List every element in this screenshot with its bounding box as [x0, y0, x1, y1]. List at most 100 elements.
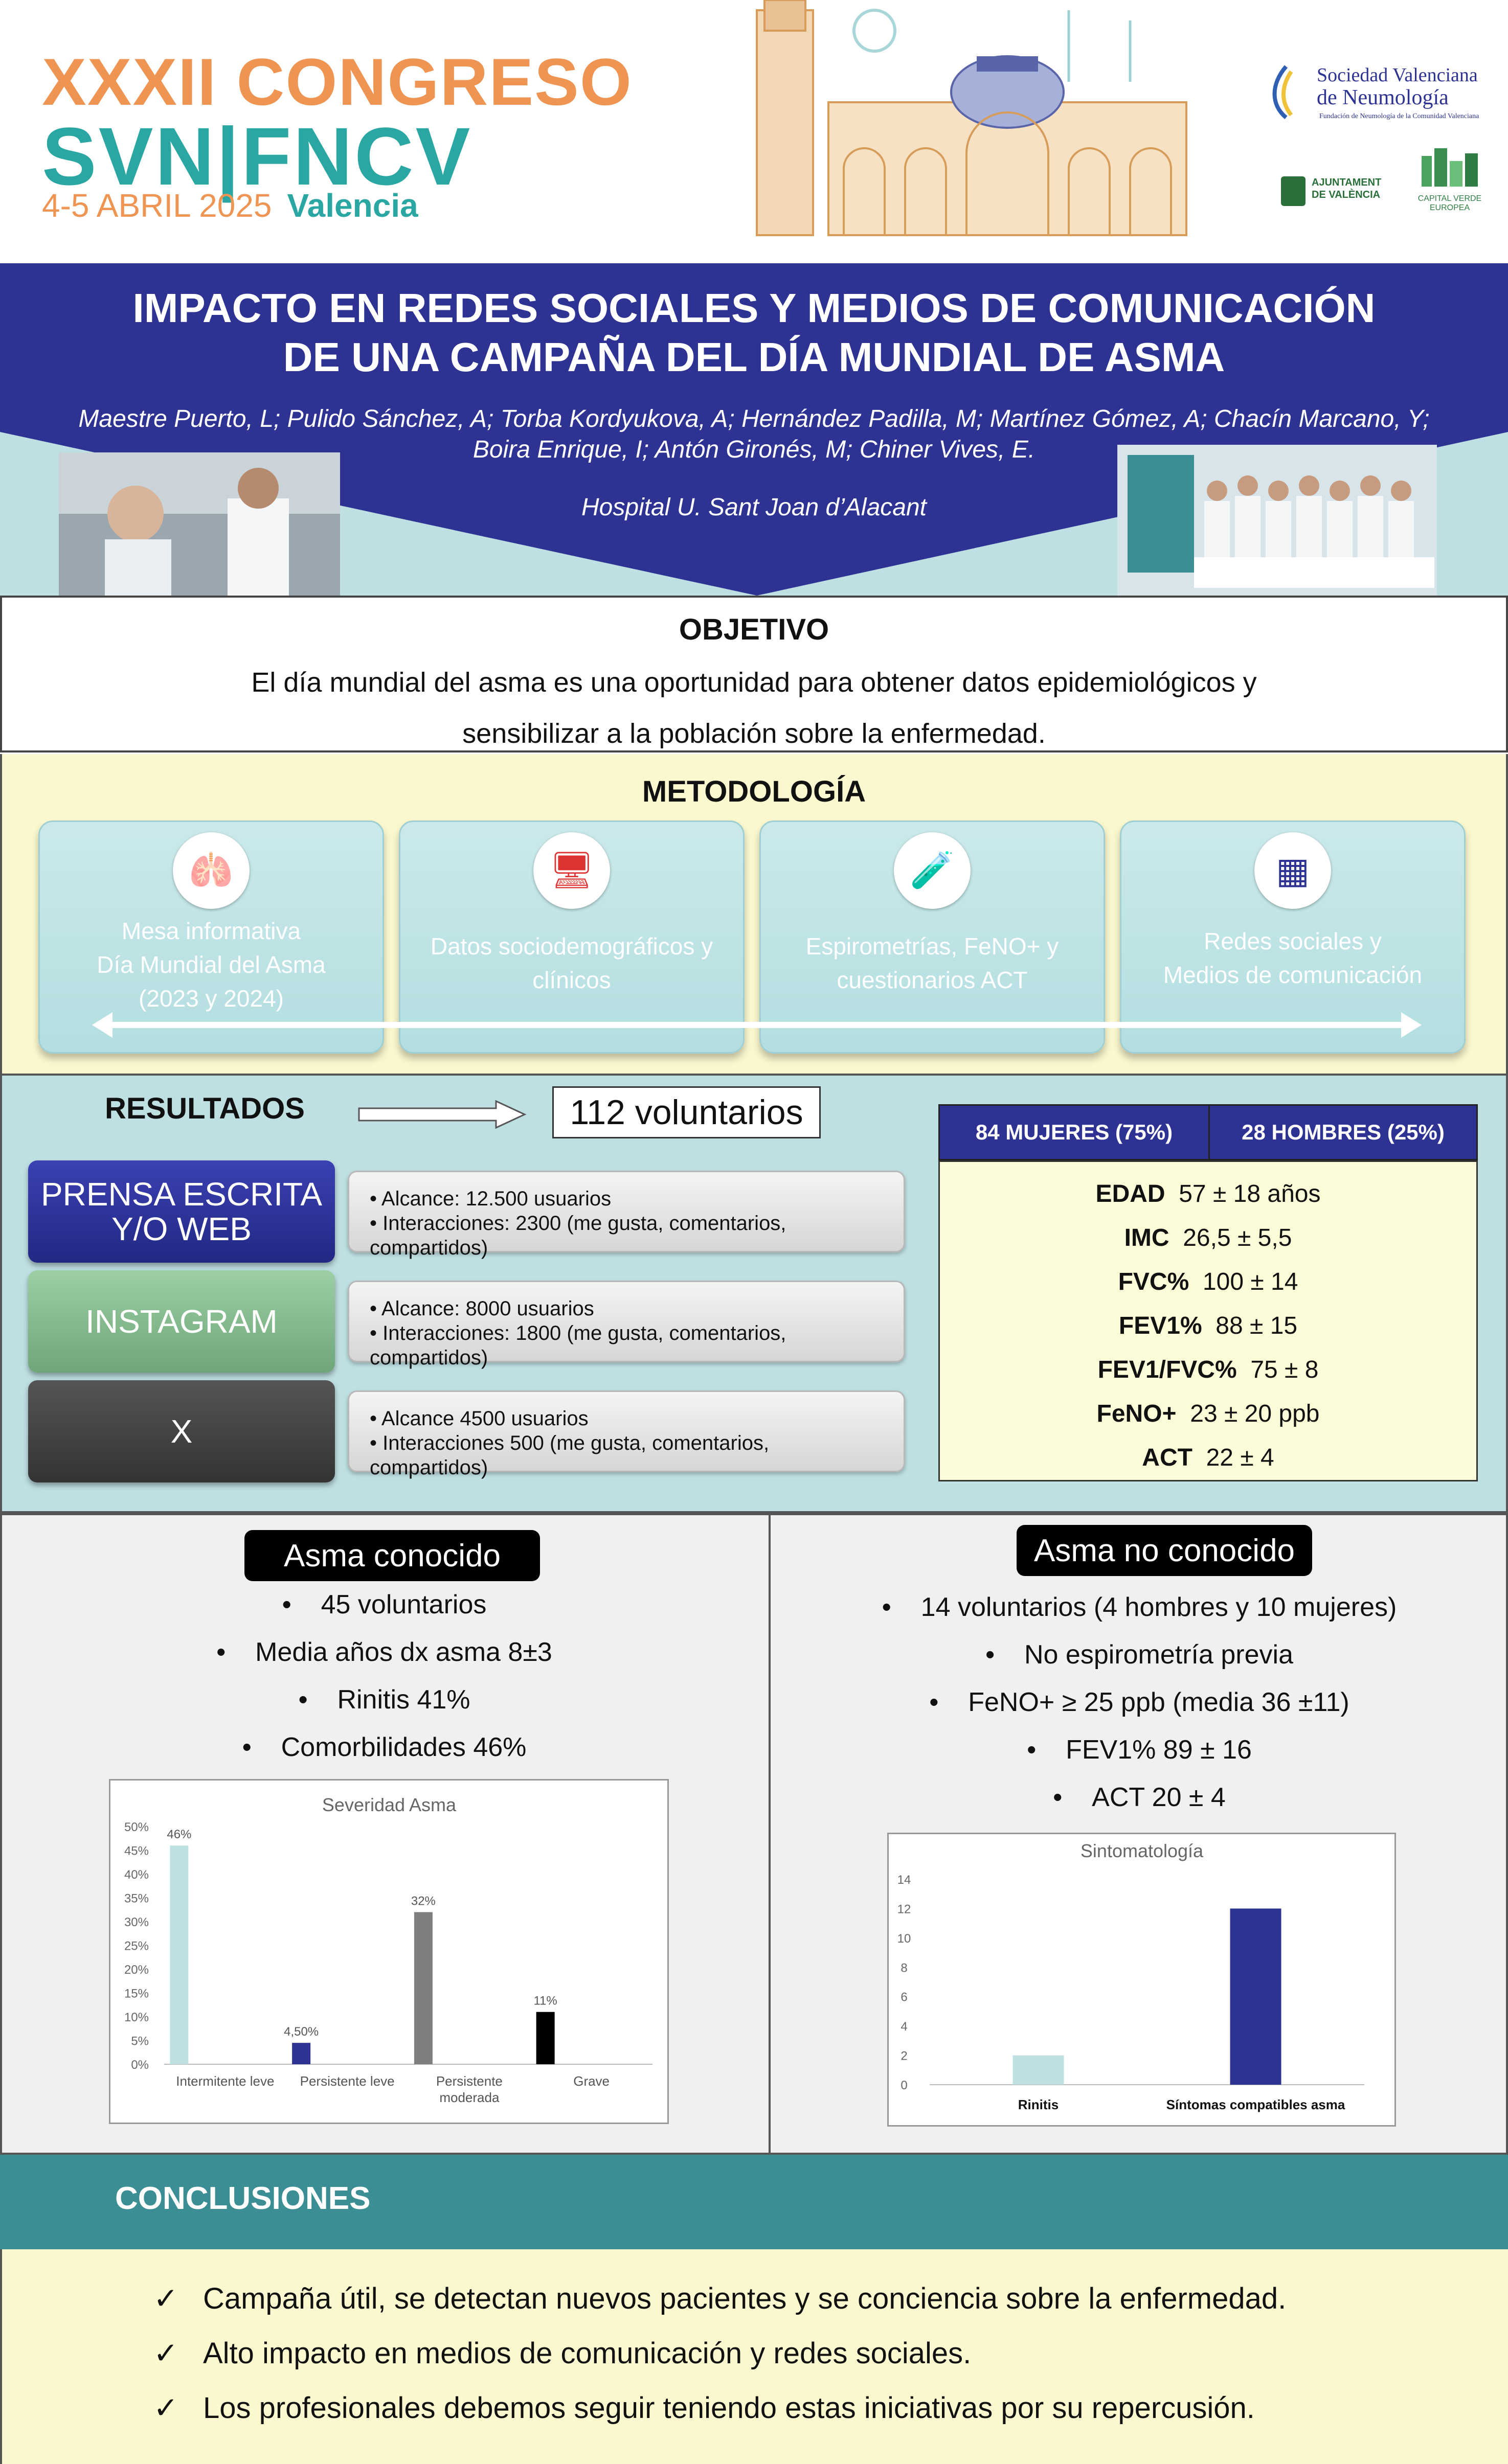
unknown-bullet: • 14 voluntarios (4 hombres y 10 mujeres…: [882, 1592, 1397, 1622]
known-bullet: • Rinitis 41%: [298, 1685, 470, 1715]
title-line-1: IMPACTO EN REDES SOCIALES Y MEDIOS DE CO…: [132, 285, 1376, 331]
svn-logo-line2: de Neumología: [1317, 86, 1449, 109]
check-icon: ✓: [153, 2391, 178, 2425]
y-tick-label: 10: [897, 1932, 911, 1946]
media-x-label: X: [28, 1380, 335, 1482]
media-press-info: • Alcance: 12.500 usuarios • Interaccion…: [348, 1171, 905, 1259]
city-text: Valencia: [287, 187, 418, 224]
instagram-reach: • Alcance: 8000 usuarios: [370, 1297, 594, 1320]
conclusions-section: [0, 2249, 1508, 2464]
known-asthma-title: Asma conocido: [244, 1530, 540, 1581]
photo-spirometry-test: [59, 452, 340, 596]
stat-fvc: FVC% 100 ± 14: [1118, 1268, 1298, 1295]
svn-swirl-icon: [1272, 65, 1293, 120]
authors-line-2: Boira Enrique, I; Antón Gironés, M; Chin…: [472, 436, 1036, 463]
stat-feno: FeNO+ 23 ± 20 ppb: [1096, 1400, 1320, 1427]
bar: [536, 2012, 555, 2064]
data-label: 32%: [411, 1894, 436, 1908]
bar: [414, 1912, 433, 2064]
asthma-day-logo-icon: 🫁: [173, 832, 250, 909]
objective-section: [0, 596, 1508, 752]
data-label: 11%: [533, 1994, 557, 2008]
instagram-interactions: • Interacciones: 1800 (me gusta, comenta…: [370, 1322, 786, 1369]
y-tick-label: 0: [901, 2079, 907, 2092]
conclusions-heading: CONCLUSIONES: [115, 2181, 371, 2216]
stats-box: EDAD 57 ± 18 años IMC 26,5 ± 5,5 FVC% 10…: [938, 1160, 1478, 1481]
media-instagram-info: • Alcance: 8000 usuarios • Interacciones…: [348, 1281, 905, 1369]
conclusion-item: ✓ Alto impacto en medios de comunicación…: [153, 2337, 972, 2370]
green-capital-logo: CAPITAL VERDE EUROPEA: [1416, 146, 1483, 213]
check-icon: ✓: [153, 2337, 178, 2370]
press-interactions: • Interacciones: 2300 (me gusta, comenta…: [370, 1212, 786, 1259]
y-tick-label: 8: [901, 1961, 907, 1975]
data-label: 4,50%: [284, 2025, 319, 2039]
bar: [292, 2043, 311, 2064]
y-tick-label: 50%: [124, 1820, 149, 1834]
valencia-building-illustration: [711, 0, 1222, 240]
card-4-line-1: Redes sociales y: [1204, 928, 1382, 954]
media-press-label: PRENSA ESCRITA Y/O WEB: [28, 1160, 335, 1263]
congress-title: XXXII CONGRESO: [42, 44, 633, 119]
svn-logo-sub: Fundación de Neumología de la Comunidad …: [1319, 112, 1479, 120]
y-tick-label: 35%: [124, 1892, 149, 1906]
check-icon: ✓: [153, 2282, 178, 2315]
card-1-line-1: Mesa informativa: [121, 918, 301, 944]
instagram-reach-text: Alcance: 8000 usuarios: [381, 1297, 594, 1320]
card-4-line-2: Medios de comunicación: [1163, 962, 1423, 988]
category-label: Grave: [573, 2073, 610, 2089]
computer-data-icon: 🖥: [533, 832, 610, 909]
bar: [170, 1845, 189, 2064]
card-1-line-3: (2023 y 2024): [139, 985, 284, 1012]
stat-edad: EDAD 57 ± 18 años: [1095, 1180, 1321, 1207]
category-label: Rinitis: [1018, 2097, 1059, 2112]
ajuntament-shield-icon: [1281, 176, 1306, 206]
y-tick-label: 10%: [124, 2011, 149, 2024]
ajuntament-text: AJUNTAMENT DE VALÈNCIA: [1312, 177, 1382, 200]
volunteers-count: 112 voluntarios: [552, 1086, 821, 1138]
objective-line-2: sensibilizar a la población sobre la enf…: [462, 718, 1046, 749]
card-2-line-2: clínicos: [532, 967, 611, 993]
spirometry-icon: 🧪: [894, 832, 971, 909]
media-instagram-label: INSTAGRAM: [28, 1270, 335, 1373]
x-reach: • Alcance 4500 usuarios: [370, 1407, 589, 1430]
unknown-bullet: • ACT 20 ± 4: [1053, 1783, 1226, 1812]
y-tick-label: 20%: [124, 1963, 149, 1977]
y-tick-label: 40%: [124, 1868, 149, 1882]
conclusions-list: ✓ Campaña útil, se detectan nuevos pacie…: [153, 2271, 1483, 2435]
conclusions-header: [0, 2155, 1508, 2249]
bar: [1230, 1908, 1281, 2085]
unknown-asthma-list: • 14 voluntarios (4 hombres y 10 mujeres…: [771, 1584, 1508, 1821]
unknown-bullet: • No espirometría previa: [985, 1640, 1293, 1670]
category-label: Intermitente leve: [176, 2073, 274, 2089]
x-reach-text: Alcance 4500 usuarios: [381, 1407, 589, 1430]
press-reach: • Alcance: 12.500 usuarios: [370, 1188, 612, 1210]
authors: Maestre Puerto, L; Pulido Sánchez, A; To…: [77, 404, 1431, 465]
unknown-bullet: • FeNO+ ≥ 25 ppb (media 36 ±11): [929, 1687, 1349, 1717]
y-tick-label: 6: [901, 1991, 907, 2004]
category-label: Síntomas compatibles asma: [1166, 2097, 1345, 2112]
double-arrow-icon: [92, 1012, 1422, 1038]
gender-header: 84 MUJERES (75%) 28 HOMBRES (25%): [938, 1104, 1478, 1160]
unknown-bullet: • FEV1% 89 ± 16: [1027, 1735, 1252, 1765]
category-label: Persistente leve: [300, 2073, 395, 2089]
severity-chart: Severidad Asma0%5%10%15%20%25%30%35%40%4…: [124, 1794, 652, 2105]
stat-fev1: FEV1% 88 ± 15: [1118, 1312, 1298, 1339]
category-label: Persistente: [436, 2073, 503, 2089]
photo-team-group: [1117, 445, 1437, 596]
arrow-right-icon: [358, 1100, 527, 1129]
methodology-heading: METODOLOGÍA: [642, 775, 866, 808]
bar: [1012, 2055, 1064, 2085]
stat-imc: IMC 26,5 ± 5,5: [1124, 1224, 1292, 1251]
known-bullet: • Media años dx asma 8±3: [216, 1637, 552, 1667]
svn-logo-line1: Sociedad Valenciana: [1317, 64, 1478, 86]
known-bullet: • 45 voluntarios: [282, 1590, 487, 1619]
y-tick-label: 15%: [124, 1987, 149, 2001]
men-count: 28 HOMBRES (25%): [1242, 1120, 1445, 1144]
known-asthma-list: • 45 voluntarios • Media años dx asma 8±…: [0, 1581, 769, 1771]
